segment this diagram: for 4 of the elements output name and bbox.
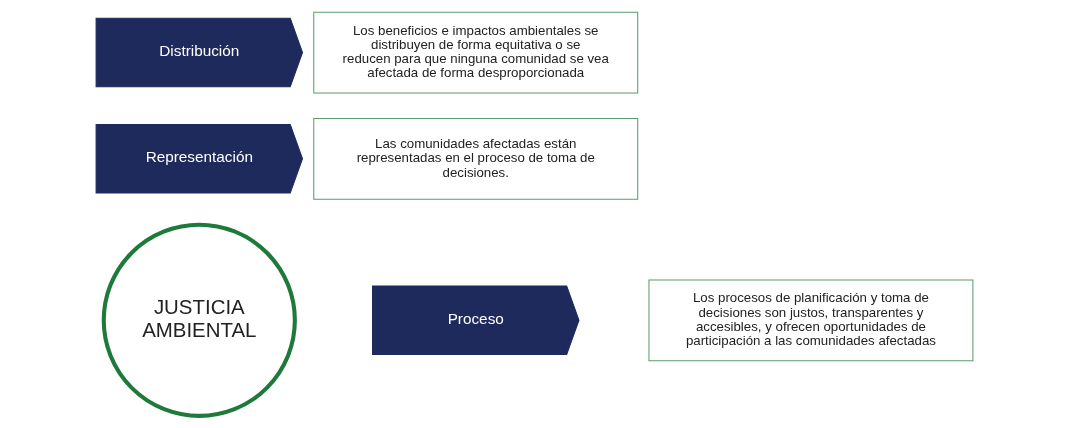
node-box: Las comunidades afectadas están representadas en el proceso de toma de decisiones.	[313, 117, 639, 200]
node-circle: JUSTICIA AMBIENTAL	[101, 222, 297, 418]
node-box: Los beneficios e impactos ambientales se distribuyen de forma equitativa o se reducen para que ninguna comunidad se vea afectada de forma desproporcionada	[313, 11, 639, 94]
node-box: Los procesos de planificación y toma de decisiones son justos, transparentes y accesibles, y ofrecen oportunidades de participación a las comunidades afectadas	[648, 279, 974, 362]
